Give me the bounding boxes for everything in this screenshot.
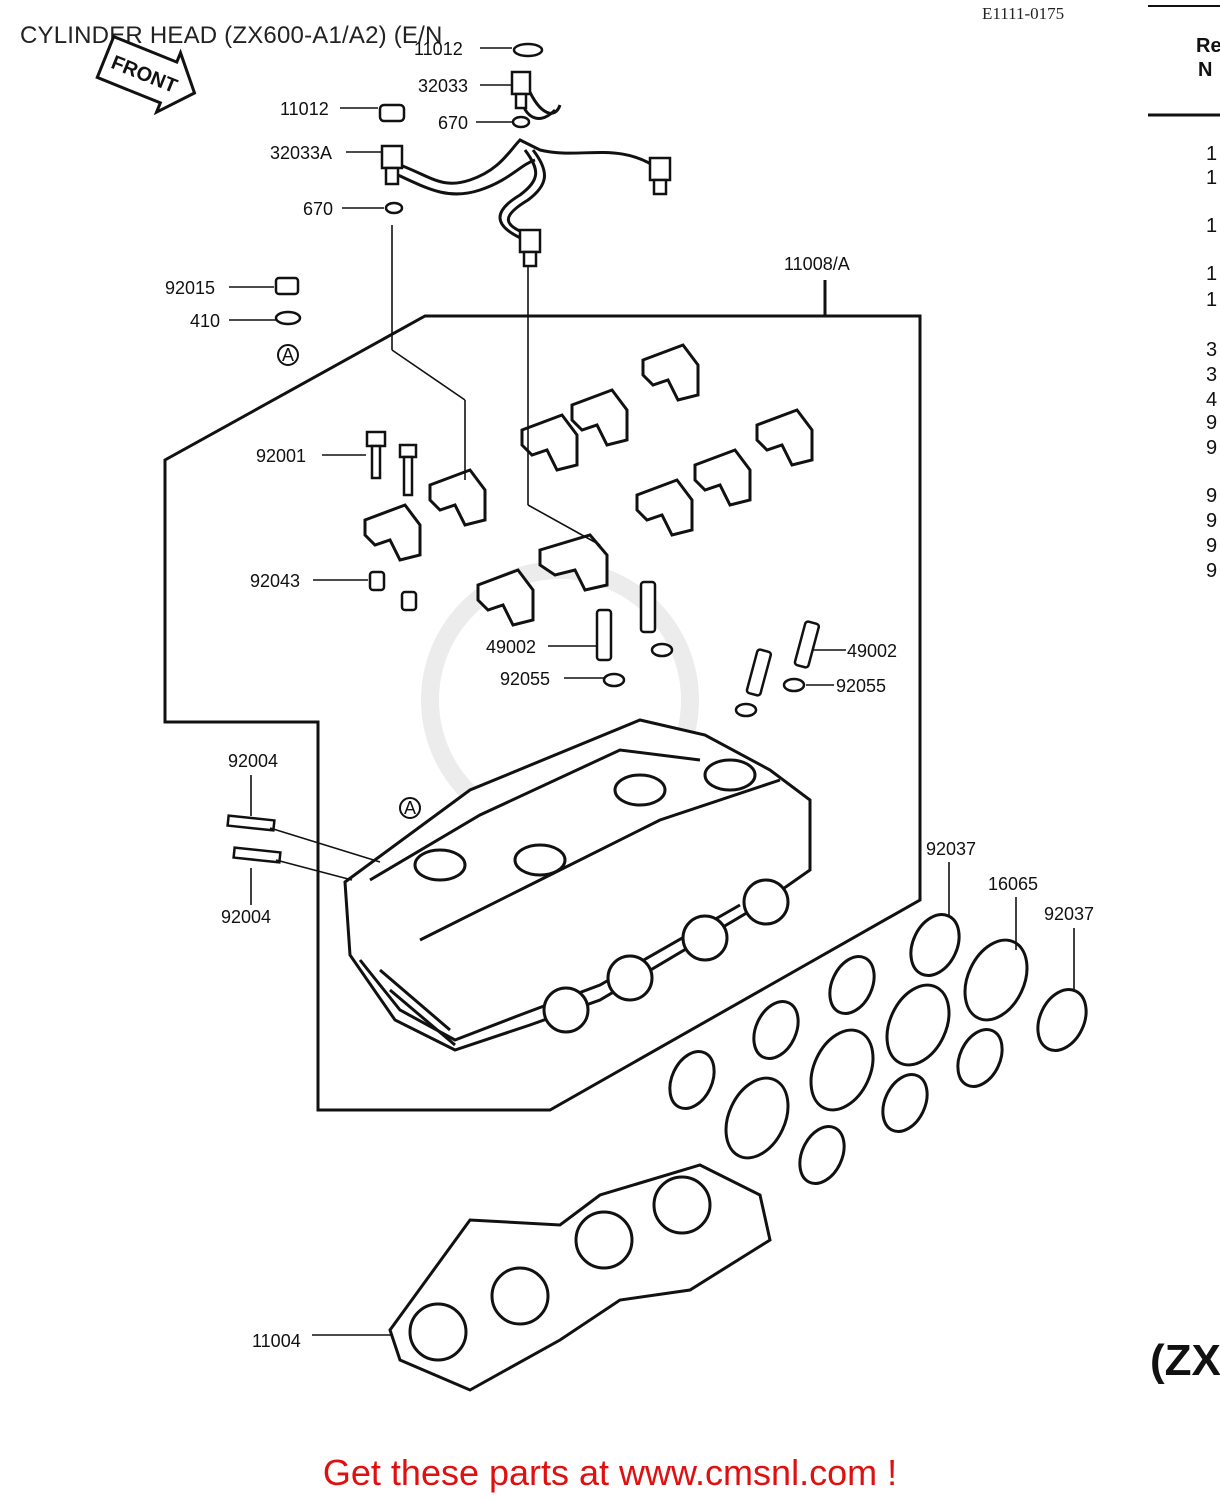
table-header-ref: Re [1196, 35, 1220, 57]
oil-pipe-assembly [391, 87, 661, 242]
dowel-pin-icon [368, 570, 418, 612]
table-row-ref: 1 [1206, 263, 1217, 285]
bolt-icon [365, 430, 418, 497]
ref-a-label-2: A [404, 798, 416, 818]
table-row-ref: 1 [1206, 289, 1217, 311]
banjo-bolt-icon [380, 70, 672, 268]
table-row-ref: 1 [1206, 143, 1217, 165]
callout-410: 410 [190, 311, 220, 331]
hose-clamp-icon [668, 913, 1088, 1185]
callout-labels: 11012 32033 11012 670 32033A 670 92015 4… [165, 39, 1094, 1351]
ref-a-label-1: A [282, 345, 294, 365]
callout-92037-b: 92037 [1044, 904, 1094, 924]
callout-92055-a: 92055 [500, 669, 550, 689]
head-gasket-icon [388, 1163, 772, 1392]
camshaft-cap-icon [363, 343, 814, 627]
callout-670-b: 670 [303, 199, 333, 219]
page-title: CYLINDER HEAD (ZX600-A1/A2) (E/N [20, 22, 443, 49]
model-note: (ZX [1150, 1336, 1220, 1385]
front-arrow-icon: FRONT [95, 34, 197, 116]
assembly-outline [163, 280, 922, 1112]
plug-icon [274, 276, 300, 296]
callout-49002-a: 49002 [486, 637, 536, 657]
reference-a-icon [277, 344, 421, 819]
callout-92037-a: 92037 [926, 839, 976, 859]
leader-lines [229, 47, 1075, 1336]
callout-49002-b: 49002 [847, 641, 897, 661]
table-row-ref: 9 [1206, 535, 1217, 557]
buy-parts-link[interactable]: Get these parts at www.cmsnl.com ! [322, 1452, 898, 1493]
callout-11012-top: 11012 [414, 39, 463, 59]
table-row-ref: 9 [1206, 485, 1217, 507]
table-row-ref: 9 [1206, 510, 1217, 532]
table-row-ref: 4 [1206, 389, 1217, 411]
diagram-code: E1111-0175 [982, 4, 1065, 23]
callout-32033A: 32033A [270, 143, 332, 163]
callout-16065: 16065 [988, 874, 1038, 894]
table-row-ref: 3 [1206, 364, 1217, 386]
valve-guide-icon [595, 580, 821, 697]
callout-92055-b: 92055 [836, 676, 886, 696]
callout-92043: 92043 [250, 571, 300, 591]
table-row-ref: 3 [1206, 339, 1217, 361]
callout-32033: 32033 [418, 76, 468, 96]
table-row-ref: 9 [1206, 412, 1217, 434]
table-row-ref: 1 [1206, 215, 1217, 237]
cylinder-head-icon [343, 718, 812, 1052]
callout-92001: 92001 [256, 446, 306, 466]
callout-11012: 11012 [280, 99, 329, 119]
callout-11008A: 11008/A [784, 254, 850, 274]
callout-92004-a: 92004 [228, 751, 278, 771]
callout-92004-b: 92004 [221, 907, 271, 927]
stud-icon [226, 814, 282, 864]
table-row-ref: 9 [1206, 437, 1217, 459]
callout-92015: 92015 [165, 278, 215, 298]
table-row-ref: 1 [1206, 167, 1217, 189]
washer-icon [274, 115, 806, 718]
callout-670-a: 670 [438, 113, 468, 133]
rubber-cap-icon [378, 42, 544, 123]
callout-11004: 11004 [252, 1331, 301, 1351]
carburetor-holder-icon [724, 938, 1029, 1160]
table-header-no: N [1198, 59, 1212, 81]
table-row-ref: 9 [1206, 560, 1217, 582]
